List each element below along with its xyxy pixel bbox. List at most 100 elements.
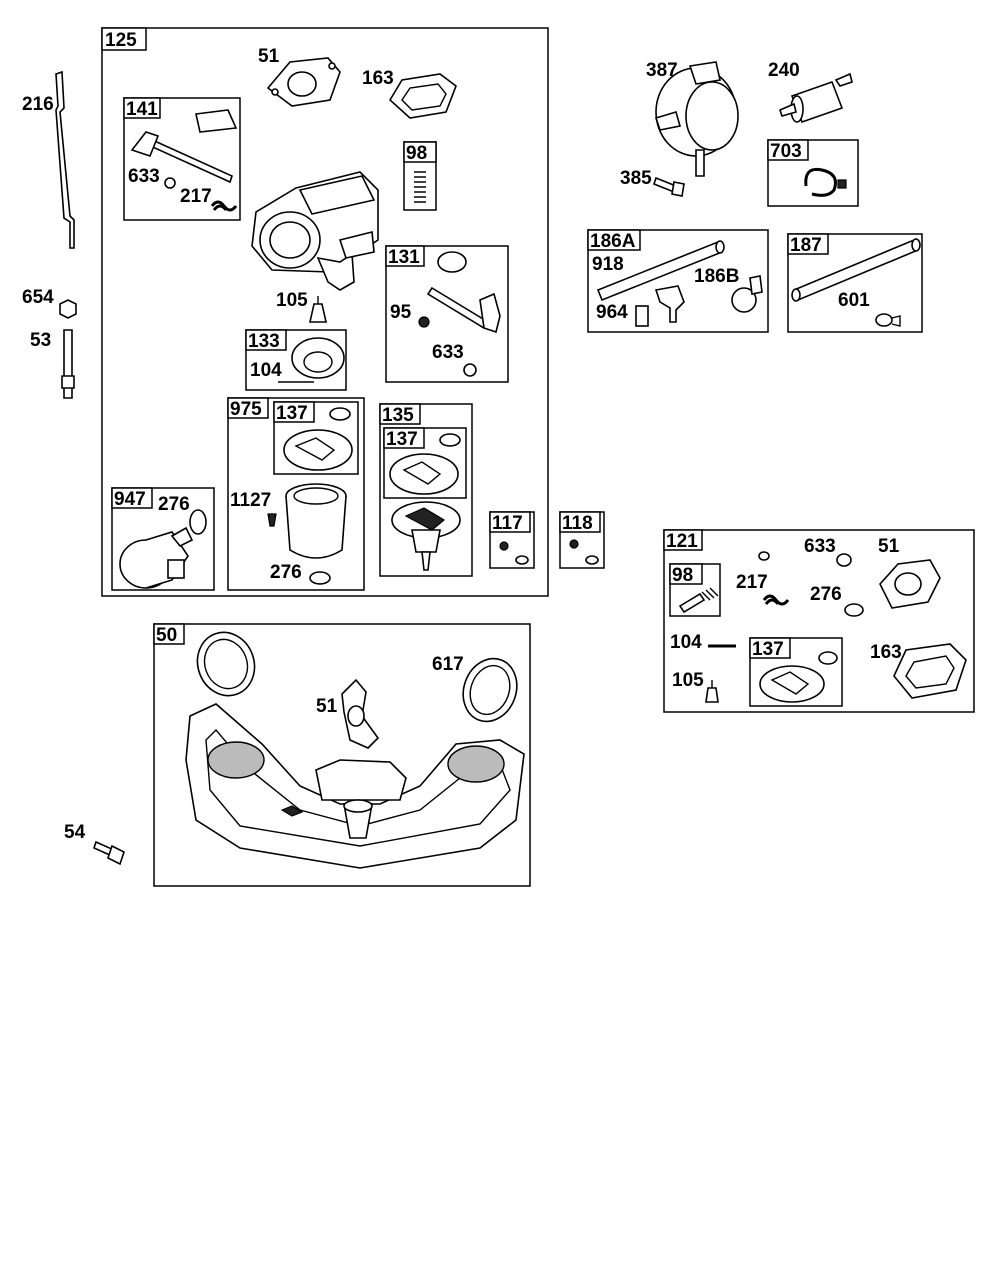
group-box-137b	[383, 427, 467, 499]
group-tag-131: 131	[388, 247, 420, 268]
bushing-icon	[164, 177, 176, 189]
part-label-104b: 104	[670, 632, 702, 653]
choke-shaft-icon	[426, 251, 501, 334]
part-label-51a: 51	[258, 46, 280, 67]
gasket-icon	[389, 453, 459, 495]
fuel-hose-icon	[596, 240, 725, 302]
part-label-217b: 217	[736, 572, 768, 593]
screw-icon	[267, 513, 277, 527]
gasket-icon	[283, 429, 353, 471]
group-tag-141: 141	[126, 99, 158, 120]
group-box-133	[245, 329, 347, 391]
gasket-icon	[462, 657, 518, 723]
screw-icon	[418, 316, 430, 328]
throttle-shaft-icon	[130, 109, 238, 184]
group-tag-137a: 137	[276, 403, 308, 424]
part-label-964: 964	[596, 302, 628, 323]
group-tag-187: 187	[790, 235, 822, 256]
spring-icon	[414, 171, 426, 203]
group-box-125	[101, 27, 549, 597]
group-tag-133: 133	[248, 331, 280, 352]
o-ring-icon	[818, 651, 838, 665]
part-label-217a: 217	[180, 186, 212, 207]
group-tag-118: 118	[562, 513, 593, 534]
o-ring-icon	[309, 571, 331, 585]
part-label-1127: 1127	[230, 490, 271, 511]
o-ring-icon	[585, 555, 599, 565]
part-label-654: 654	[22, 287, 54, 308]
group-tag-975: 975	[230, 399, 262, 420]
group-tag-137c: 137	[752, 639, 784, 660]
float-bowl-icon	[285, 483, 347, 559]
part-label-387: 387	[646, 60, 678, 81]
gasket-icon	[196, 631, 256, 697]
screw-icon	[499, 541, 509, 551]
nut-icon	[59, 299, 77, 319]
group-tag-98a: 98	[406, 143, 427, 164]
group-box-137a	[273, 401, 359, 475]
group-box-186A	[587, 229, 769, 333]
bolt-icon	[93, 840, 125, 866]
part-label-918: 918	[592, 254, 624, 275]
sleeve-icon	[635, 305, 649, 327]
part-label-276b: 276	[158, 494, 190, 515]
fuel-fitting-icon	[654, 285, 685, 323]
group-tag-947: 947	[114, 489, 146, 510]
group-box-947	[111, 487, 215, 591]
o-ring-icon	[329, 407, 351, 421]
group-box-703	[767, 139, 859, 207]
float-icon	[291, 337, 345, 379]
part-label-633c: 633	[804, 536, 836, 557]
fuel-valve-icon	[731, 275, 763, 313]
needle-valve-icon	[309, 296, 327, 323]
part-label-51b: 51	[878, 536, 900, 557]
throttle-linkage-rod-icon	[55, 70, 75, 249]
hose-clamp-icon	[875, 313, 901, 327]
o-ring-icon	[515, 555, 529, 565]
part-label-240: 240	[768, 60, 800, 81]
part-label-105a: 105	[276, 290, 308, 311]
part-label-51c: 51	[316, 696, 338, 717]
o-ring-icon	[189, 509, 207, 535]
fuel-pump-icon	[654, 61, 739, 177]
needle-valve-icon	[705, 680, 719, 703]
group-box-131	[385, 245, 509, 383]
group-box-141	[123, 97, 241, 221]
part-label-276a: 276	[270, 562, 302, 583]
gasket-icon	[759, 665, 825, 703]
group-tag-135: 135	[382, 405, 414, 426]
carburetor-icon	[251, 171, 379, 291]
part-label-163b: 163	[870, 642, 902, 663]
solenoid-icon	[119, 526, 194, 589]
group-box-137c	[749, 637, 843, 707]
hose-clamp-icon	[804, 167, 847, 197]
part-label-633b: 633	[432, 342, 464, 363]
bolt-icon	[653, 176, 685, 197]
part-label-385: 385	[620, 168, 652, 189]
intake-manifold-icon	[185, 703, 525, 869]
part-label-95: 95	[390, 302, 412, 323]
fuel-hose-icon	[791, 238, 921, 302]
gasket-icon	[266, 57, 341, 107]
part-label-53: 53	[30, 330, 51, 351]
gasket-icon	[388, 73, 457, 119]
group-box-50	[153, 623, 531, 887]
group-box-187	[787, 233, 923, 333]
o-ring-icon	[844, 603, 864, 617]
screw-icon	[569, 539, 579, 549]
group-tag-703: 703	[770, 141, 802, 162]
part-label-276c: 276	[810, 584, 842, 605]
stud-icon	[61, 329, 75, 399]
part-label-216: 216	[22, 94, 54, 115]
part-label-104a: 104	[250, 360, 282, 381]
group-tag-125: 125	[105, 30, 137, 51]
group-tag-98b: 98	[672, 565, 693, 586]
part-label-54: 54	[64, 822, 86, 843]
gasket-icon	[893, 643, 967, 699]
part-label-163a: 163	[362, 68, 394, 89]
o-ring-icon	[758, 551, 770, 561]
group-box-135	[379, 403, 473, 577]
group-tag-50: 50	[156, 625, 177, 646]
part-label-186B: 186B	[694, 266, 739, 287]
